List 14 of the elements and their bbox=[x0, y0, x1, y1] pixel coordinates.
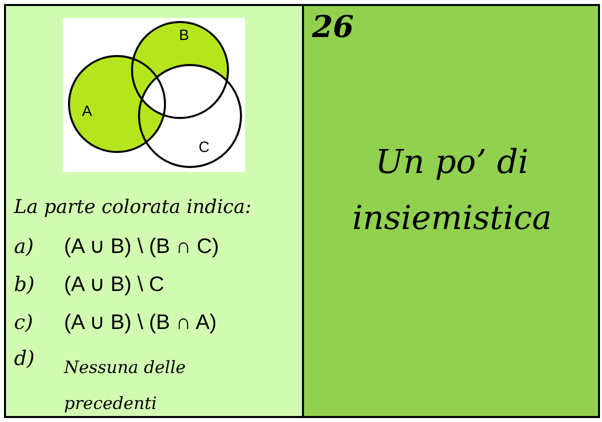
set-circle: B bbox=[131, 21, 229, 119]
option-text: (A ∪ B) \ (B ∩ A) bbox=[64, 310, 217, 335]
question-text: La parte colorata indica: bbox=[14, 196, 252, 218]
set-circle: A bbox=[68, 55, 166, 153]
option-letter: a) bbox=[14, 234, 34, 258]
option-text: Nessuna delle precedenti bbox=[64, 357, 187, 416]
card-number: 26 bbox=[312, 10, 354, 45]
title: Un po’ di insiemistica bbox=[351, 141, 553, 239]
option-letter: d) bbox=[14, 346, 35, 370]
option-text: (A ∪ B) \ (B ∩ C) bbox=[64, 234, 219, 259]
option-letter: c) bbox=[14, 310, 34, 334]
option-text: (A ∪ B) \ C bbox=[64, 272, 164, 297]
option-letter: b) bbox=[14, 272, 35, 296]
set-circle: C bbox=[138, 64, 242, 168]
